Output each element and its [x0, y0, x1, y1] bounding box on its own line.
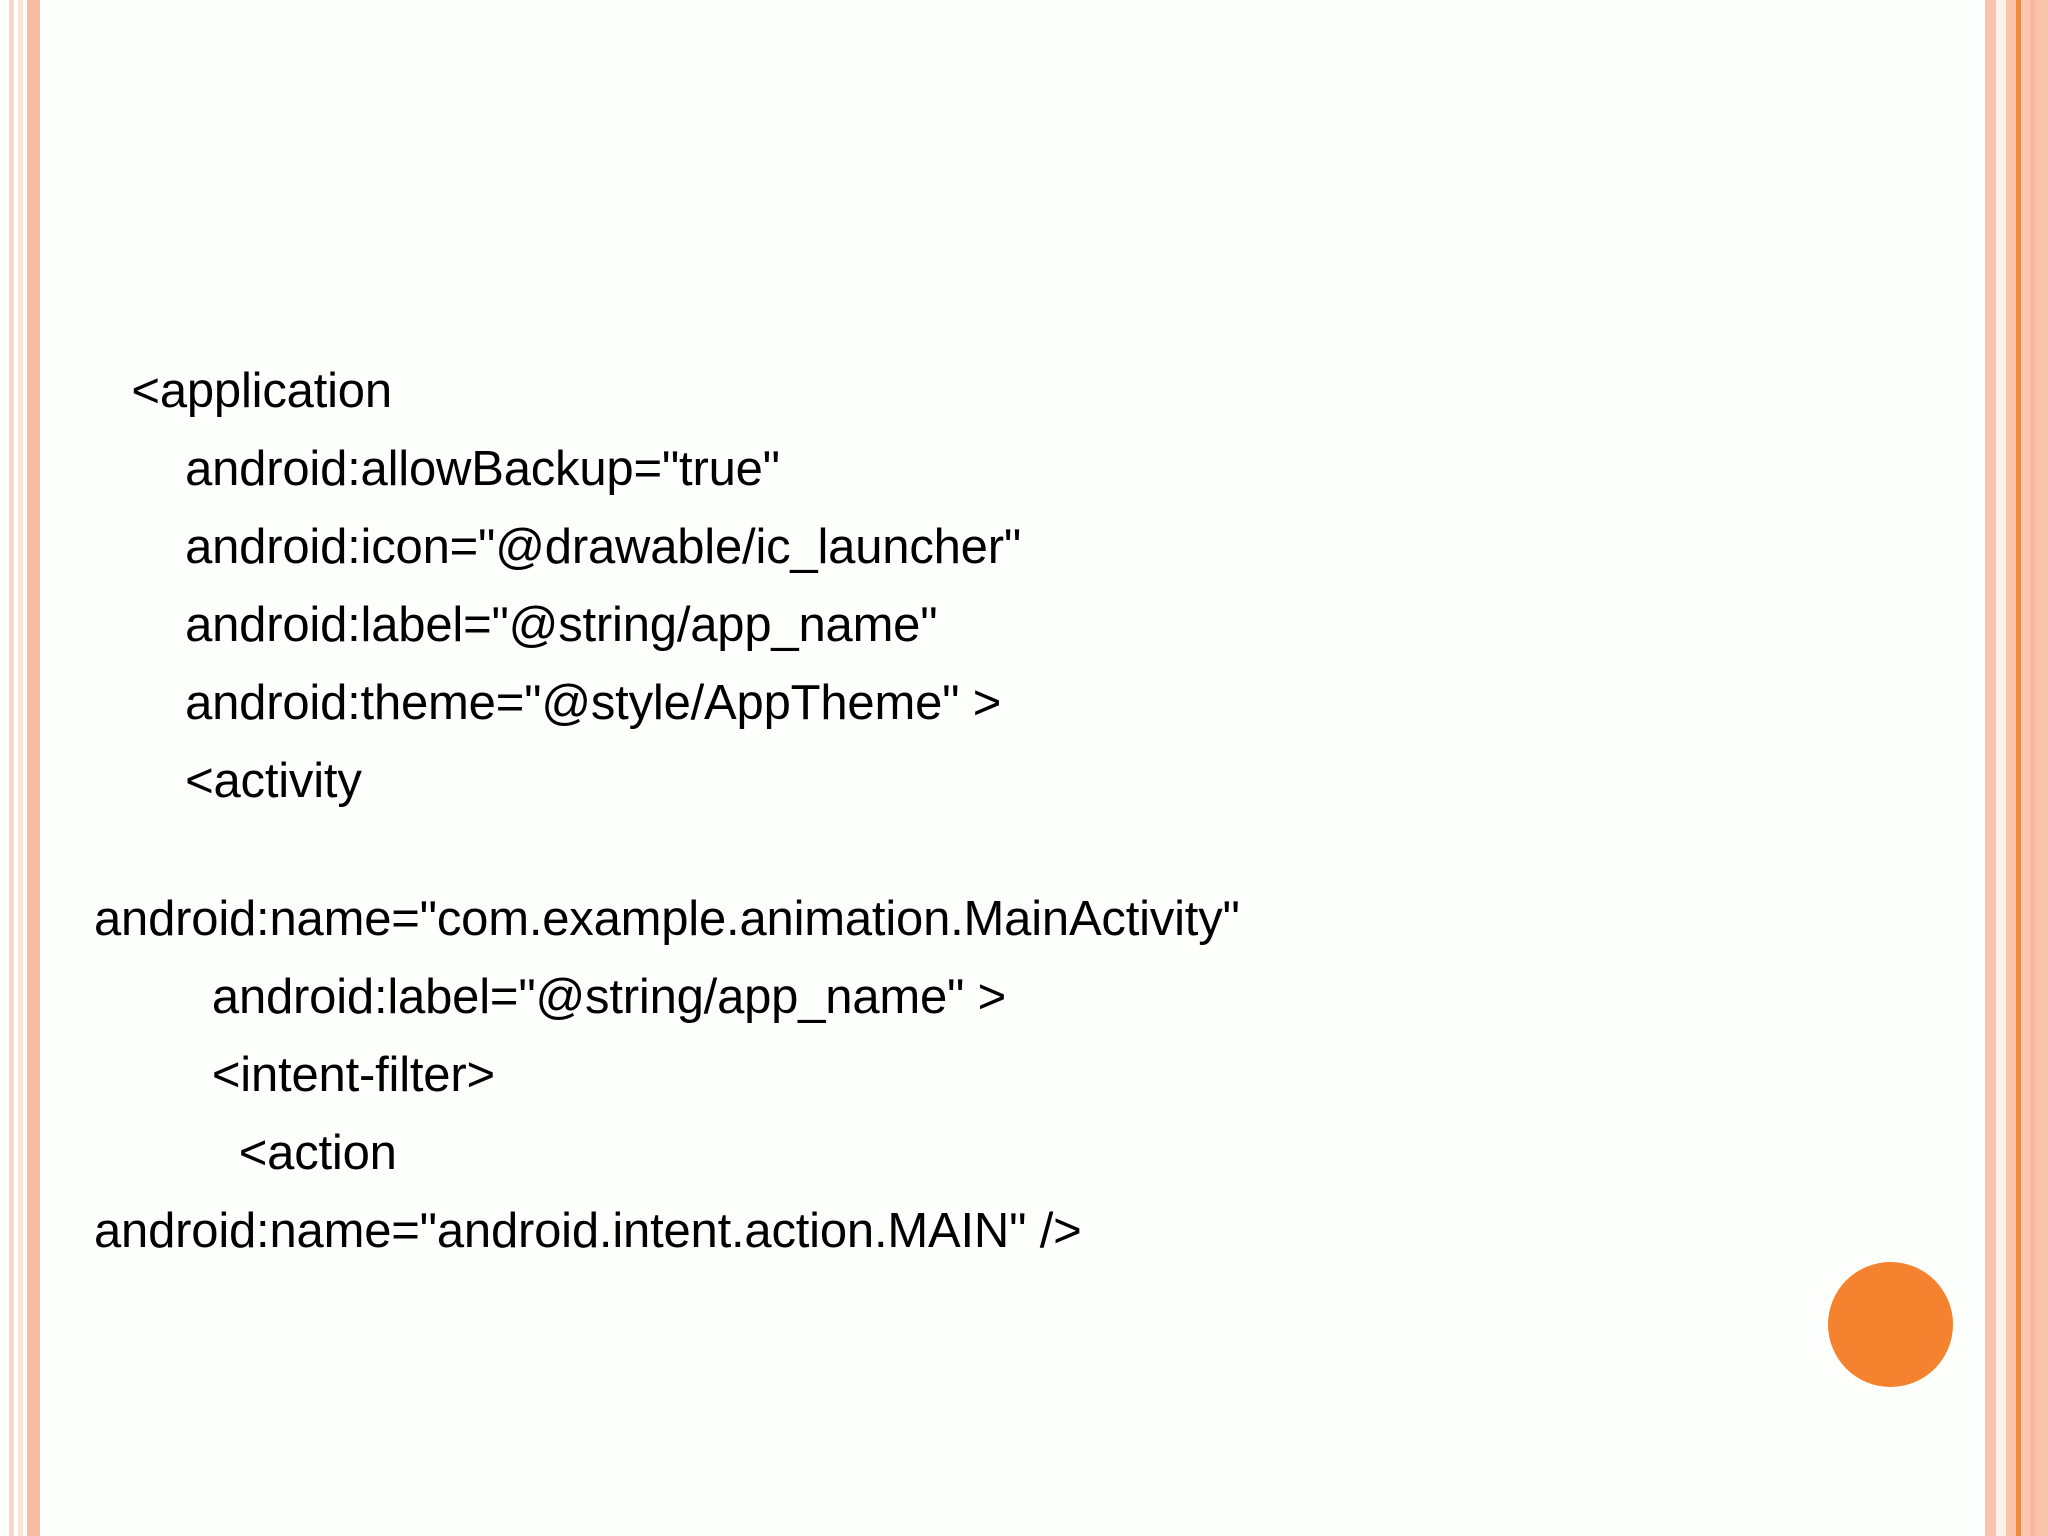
- code-line: android:icon="@drawable/ic_launcher": [118, 520, 1022, 574]
- code-line: android:theme="@style/AppTheme" >: [118, 676, 1002, 730]
- right-stripe-3: [2006, 0, 2016, 1536]
- code-line: android:name="android.intent.action.MAIN…: [94, 1204, 1082, 1258]
- right-stripe-7: [2035, 0, 2048, 1536]
- code-line: android:label="@string/app_name": [118, 598, 938, 652]
- code-line: <activity: [118, 754, 362, 808]
- right-stripe-6: [2030, 0, 2035, 1536]
- code-line: <application: [118, 364, 392, 418]
- code-line: <action: [118, 1126, 397, 1180]
- code-line: android:allowBackup="true": [118, 442, 780, 496]
- right-stripe-5: [2021, 0, 2030, 1536]
- accent-circle-decoration: [1828, 1262, 1953, 1387]
- left-stripe-2: [18, 0, 23, 1536]
- code-line: android:label="@string/app_name" >: [118, 970, 1007, 1024]
- left-stripe-3: [27, 0, 40, 1536]
- right-decorative-band: [1985, 0, 2048, 1536]
- code-block: <application android:allowBackup="true" …: [94, 352, 1818, 1270]
- right-stripe-2: [1996, 0, 2006, 1536]
- code-line: android:name="com.example.animation.Main…: [94, 892, 1240, 946]
- code-line: [118, 820, 1818, 880]
- right-stripe-1: [1985, 0, 1996, 1536]
- code-line: <intent-filter>: [118, 1048, 495, 1102]
- right-stripe-4: [2016, 0, 2021, 1536]
- left-stripe-1: [9, 0, 14, 1536]
